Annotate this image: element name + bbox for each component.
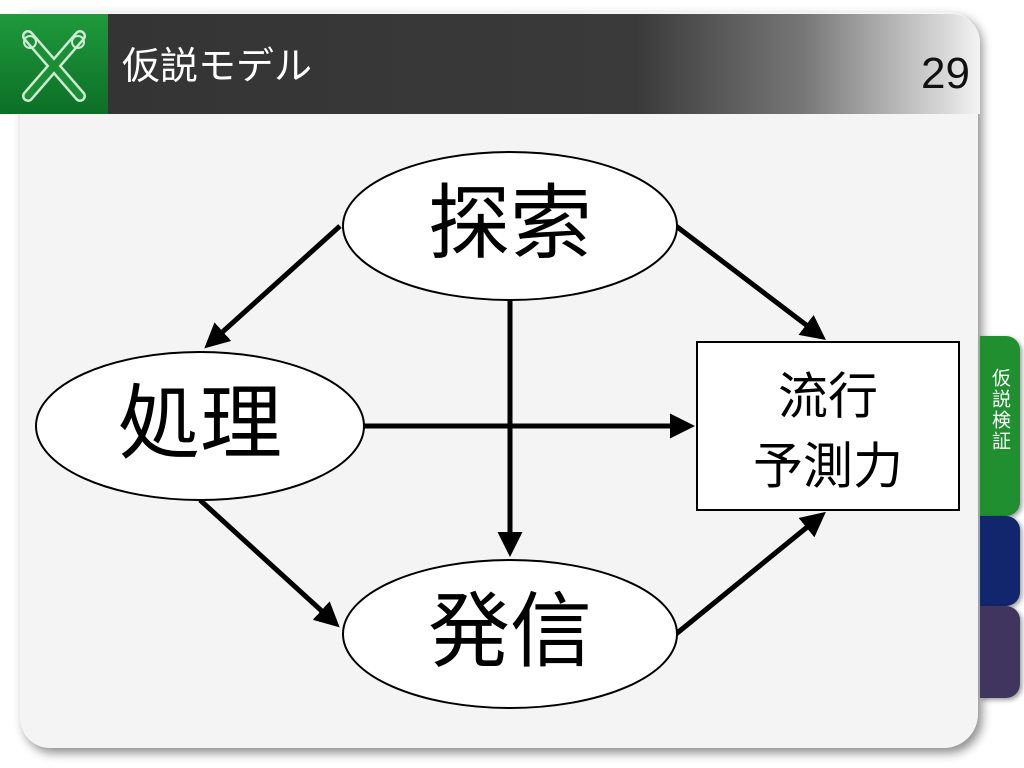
node-process-label: 処理 xyxy=(118,376,282,471)
node-trend-prediction: 流行 予測力 xyxy=(696,341,960,511)
page-title: 仮説モデル xyxy=(122,44,313,88)
arrow-explore-to-process xyxy=(204,224,342,349)
side-tab-2[interactable] xyxy=(980,516,1020,606)
side-tab-label: 仮説検証 xyxy=(989,368,1011,452)
side-tab-3[interactable] xyxy=(980,606,1020,698)
node-trend-line2: 予測力 xyxy=(753,438,903,496)
page-number: 29 xyxy=(921,49,970,98)
arrow-transmit-to-trend xyxy=(674,511,826,636)
node-explore: 探索 xyxy=(342,151,678,301)
logo-icon xyxy=(22,30,86,102)
node-trend-line1: 流行 xyxy=(778,368,878,426)
arrow-process-to-transmit xyxy=(198,498,340,628)
arrow-explore-to-trend xyxy=(674,224,826,341)
slide-header xyxy=(0,14,980,114)
logo xyxy=(0,14,108,114)
node-explore-label: 探索 xyxy=(428,176,592,271)
side-tab-hypothesis[interactable]: 仮説検証 xyxy=(980,336,1020,516)
node-process: 処理 xyxy=(35,351,365,501)
node-transmit-label: 発信 xyxy=(428,584,592,679)
node-transmit: 発信 xyxy=(342,559,678,709)
